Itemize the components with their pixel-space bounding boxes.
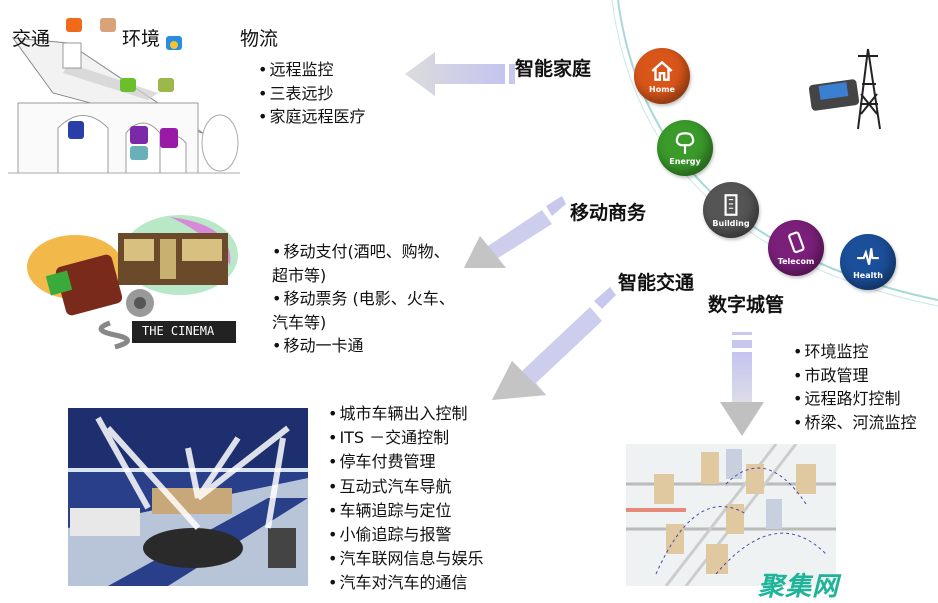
list-item: 移动一卡通 — [272, 334, 458, 358]
list-item: 城市车辆出入控制 — [328, 402, 483, 426]
service-home: Home — [634, 48, 690, 104]
category-digital-city: 数字城管 — [708, 294, 785, 316]
arrow-down-left-icon — [492, 287, 616, 400]
list-item: 环境监控 — [793, 340, 916, 364]
service-building: Building — [703, 182, 759, 238]
list-item: 移动票务 (电影、火车、汽车等) — [272, 287, 458, 334]
arrow-left-icon — [405, 52, 515, 96]
arrow-down-left-icon — [464, 196, 566, 268]
label-logistics: 物流 — [240, 28, 279, 50]
label-environment: 环境 — [122, 28, 161, 50]
list-item: 移动支付(酒吧、购物、超市等) — [272, 240, 458, 287]
mobile-commerce-illustration: THE CINEMA — [20, 215, 240, 350]
label-traffic: 交通 — [12, 28, 51, 50]
list-item: 汽车对汽车的通信 — [328, 571, 483, 595]
list-item: 远程路灯控制 — [793, 387, 916, 411]
digital-city-illustration — [626, 444, 836, 586]
list-item: 小偷追踪与报警 — [328, 523, 483, 547]
service-telecom: Telecom — [768, 220, 824, 276]
heartbeat-icon — [857, 248, 879, 265]
smart-traffic-list: 城市车辆出入控制 ITS －交通控制 停车付费管理 互动式汽车导航 车辆追踪与定… — [328, 402, 483, 596]
service-health: Health — [840, 234, 896, 290]
smart-traffic-illustration — [68, 408, 308, 586]
list-item: 市政管理 — [793, 364, 916, 388]
mobile-commerce-list: 移动支付(酒吧、购物、超市等) 移动票务 (电影、火车、汽车等) 移动一卡通 — [272, 240, 458, 358]
house-icon — [651, 60, 673, 81]
list-item: 桥梁、河流监控 — [793, 411, 916, 435]
category-mobile-commerce: 移动商务 — [570, 202, 647, 224]
smart-home-illustration — [8, 18, 240, 178]
service-energy: Energy — [657, 120, 713, 176]
list-item: 停车付费管理 — [328, 450, 483, 474]
building-icon — [724, 194, 738, 216]
category-smart-home: 智能家庭 — [515, 58, 592, 80]
tree-icon — [675, 132, 695, 154]
digital-city-list: 环境监控 市政管理 远程路灯控制 桥梁、河流监控 — [793, 340, 916, 434]
category-smart-traffic: 智能交通 — [618, 272, 695, 294]
cinema-sign: THE CINEMA — [142, 324, 215, 338]
list-item: 车辆追踪与定位 — [328, 499, 483, 523]
smart-home-list: 远程监控 三表远抄 家庭远程医疗 — [258, 58, 365, 129]
phone-icon — [788, 231, 805, 254]
list-item: 远程监控 — [258, 58, 365, 82]
mobile-tower-icon — [808, 48, 881, 130]
list-item: ITS －交通控制 — [328, 426, 483, 450]
list-item: 互动式汽车导航 — [328, 475, 483, 499]
arrow-down-icon — [720, 332, 764, 436]
list-item: 家庭远程医疗 — [258, 105, 365, 129]
watermark: 聚集网 — [758, 572, 840, 602]
list-item: 汽车联网信息与娱乐 — [328, 547, 483, 571]
list-item: 三表远抄 — [258, 82, 365, 106]
